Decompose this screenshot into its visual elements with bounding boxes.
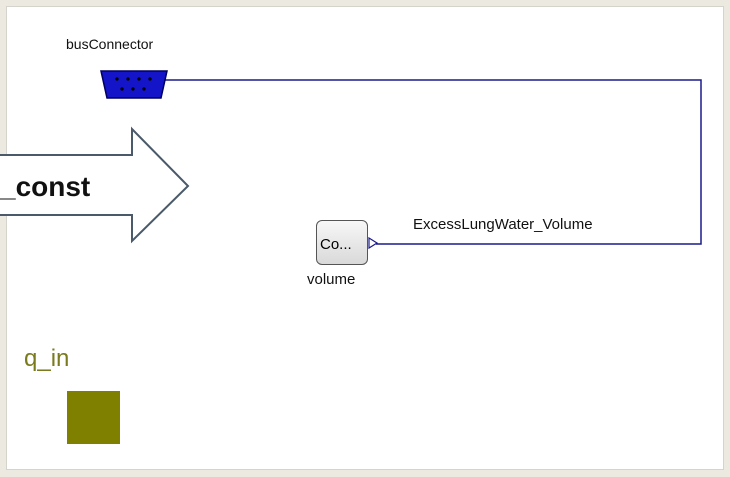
bus-connector[interactable]: [100, 70, 168, 99]
component-label: Co...: [320, 236, 352, 253]
input-port-label: q_in: [24, 345, 70, 372]
output-port[interactable]: [368, 236, 379, 250]
input-port-q-in[interactable]: [67, 391, 120, 444]
callout-text: _const: [0, 171, 91, 202]
bus-connector-label: busConnector: [66, 36, 154, 52]
component-name: volume: [307, 271, 356, 288]
signal-wire[interactable]: [163, 79, 702, 245]
constant-component[interactable]: [316, 220, 368, 265]
callout-arrow: [0, 126, 190, 244]
signal-label: ExcessLungWater_Volume: [413, 216, 593, 233]
